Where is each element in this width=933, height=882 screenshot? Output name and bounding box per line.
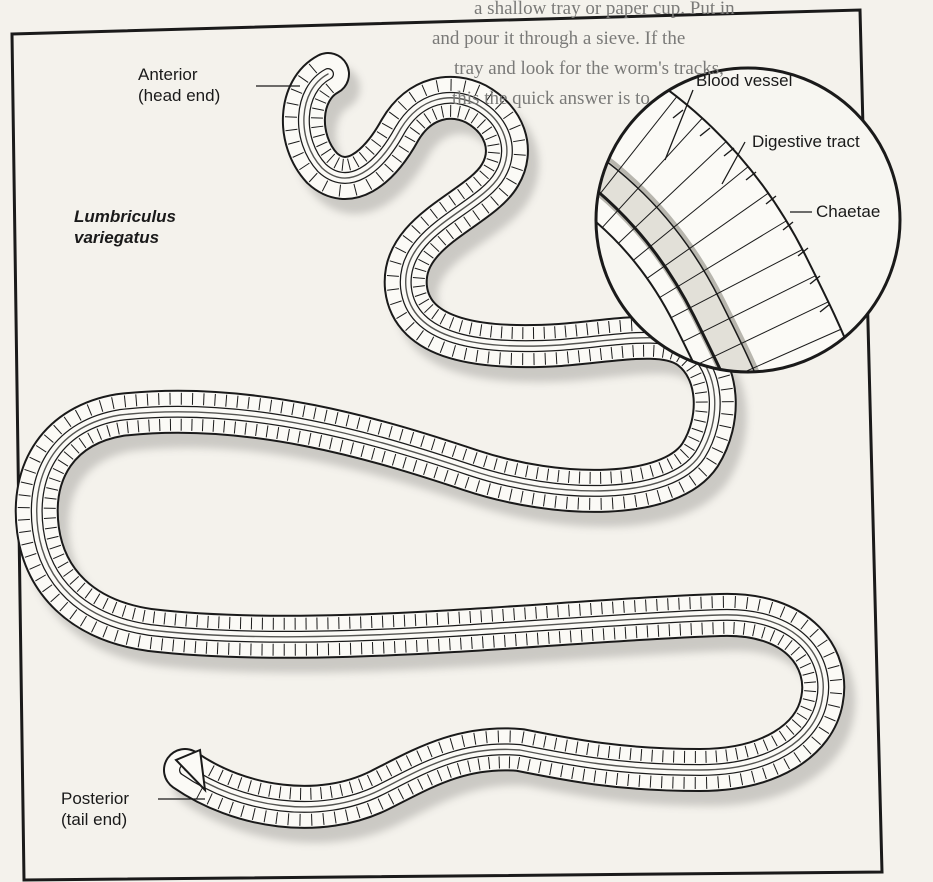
segment-ring [206, 642, 207, 654]
segment-ring [691, 623, 692, 635]
segment-ring [393, 615, 394, 627]
posterior-label-line1: Posterior [61, 788, 129, 809]
posterior-label: Posterior (tail end) [61, 788, 129, 830]
blood-vessel-label: Blood vessel [696, 70, 792, 91]
segment-ring [217, 642, 218, 654]
bleed-text-4: this the quick answer is to [452, 84, 650, 114]
segment-ring [650, 776, 651, 788]
segment-ring [646, 600, 647, 612]
segment-ring [449, 638, 450, 650]
bleed-text-2: and pour it through a sieve. If the [432, 24, 685, 54]
segment-ring [668, 598, 669, 610]
segment-ring [653, 345, 654, 357]
species-name-line2: variegatus [74, 227, 176, 248]
segment-ring [631, 319, 632, 331]
segment-ring [612, 497, 613, 509]
species-name: Lumbriculus variegatus [74, 206, 176, 248]
segment-ring [404, 615, 405, 627]
anterior-label-line2: (head end) [138, 85, 220, 106]
segment-ring [735, 596, 736, 608]
segment-ring [202, 419, 203, 431]
species-name-line1: Lumbriculus [74, 206, 176, 227]
anterior-label-line1: Anterior [138, 64, 220, 85]
bleed-text-3: tray and look for the worm's tracks, [454, 54, 724, 84]
segment-ring [578, 498, 579, 510]
segment-ring [438, 639, 439, 651]
segment-ring [427, 639, 428, 651]
segment-ring [690, 597, 691, 609]
segment-ring [657, 599, 658, 611]
segment-ring [147, 394, 148, 406]
segment-ring [661, 776, 662, 788]
digestive-tract-label: Digestive tract [752, 131, 860, 152]
segment-ring [415, 614, 416, 626]
segment-ring [663, 750, 664, 762]
segment-ring [208, 616, 209, 628]
segment-ring [448, 612, 449, 624]
posterior-label-line2: (tail end) [61, 809, 129, 830]
segment-ring [680, 624, 681, 636]
segment-ring [679, 598, 680, 610]
segment-ring [405, 641, 406, 653]
segment-ring [734, 622, 735, 634]
segment-ring [633, 345, 634, 357]
bleed-text-1: a shallow tray or paper cup. Put in [474, 0, 735, 24]
segment-ring [437, 613, 438, 625]
anterior-label: Anterior (head end) [138, 64, 220, 106]
segment-ring [204, 393, 205, 405]
segment-ring [394, 641, 395, 653]
segment-ring [555, 326, 556, 338]
segment-ring [579, 472, 580, 484]
segment-ring [556, 352, 557, 364]
segment-ring [149, 420, 150, 432]
segment-ring [669, 624, 670, 636]
chaetae-label: Chaetae [816, 201, 880, 222]
segment-ring [611, 471, 612, 483]
segment-ring [219, 616, 220, 628]
segment-ring [652, 750, 653, 762]
segment-ring [658, 625, 659, 637]
segment-ring [426, 614, 427, 626]
segment-ring [416, 640, 417, 652]
segment-ring [647, 625, 648, 637]
